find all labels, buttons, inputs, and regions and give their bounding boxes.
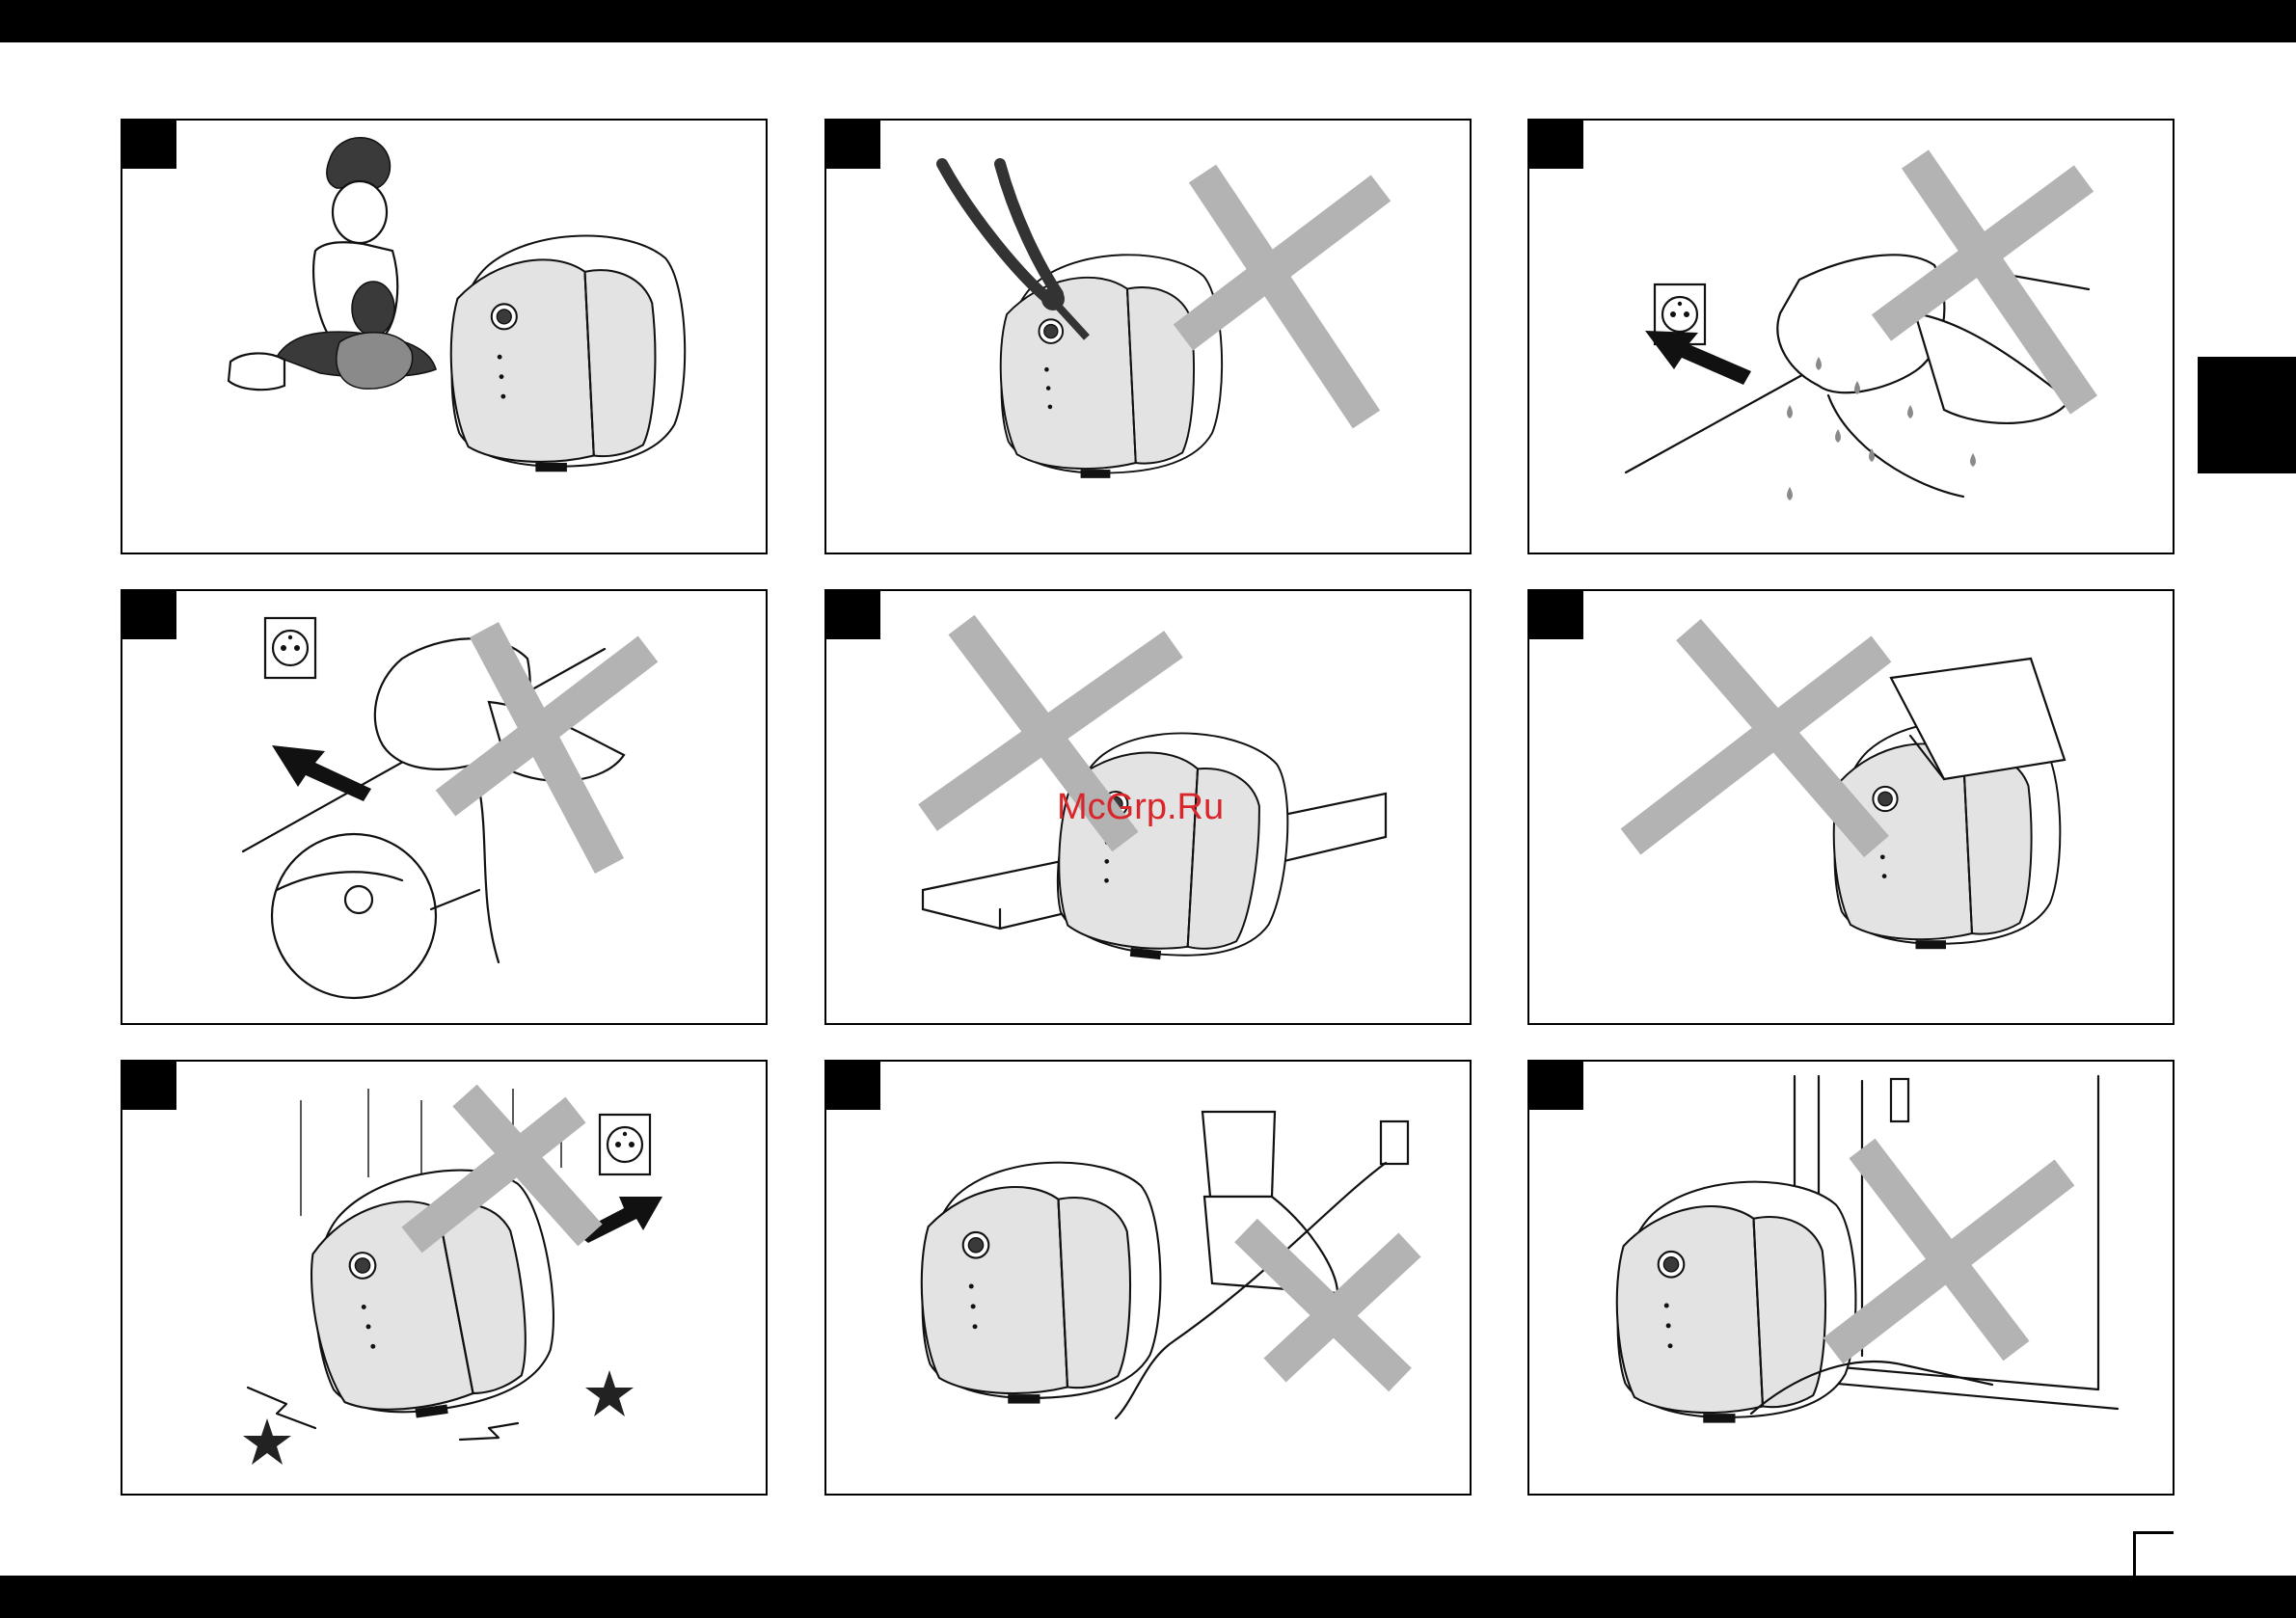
panel-do-not-cover	[1527, 589, 2174, 1025]
section-tab	[2198, 357, 2296, 473]
heater-falling-icon	[122, 1062, 768, 1496]
page-corner-mark	[2133, 1531, 2174, 1576]
top-bar	[0, 0, 2296, 42]
cord-under-door-icon	[1529, 1062, 2174, 1496]
heater-covered-icon	[1529, 591, 2174, 1025]
panel-no-stepping-on-cord	[824, 1060, 1472, 1496]
panel-no-pliers	[824, 119, 1472, 554]
pliers-on-heater-icon	[826, 121, 1472, 554]
child-with-dog-and-heater-icon	[122, 121, 768, 554]
pull-cord-from-socket-icon	[122, 591, 768, 1025]
bottom-bar	[0, 1576, 2296, 1618]
panel-do-not-drop	[121, 1060, 768, 1496]
foot-on-cord-icon	[826, 1062, 1472, 1496]
watermark: McGrp.Ru	[1057, 787, 1224, 828]
panel-no-wet-hands	[1527, 119, 2174, 554]
panel-children-and-pets	[121, 119, 768, 554]
panel-cord-not-under-door	[1527, 1060, 2174, 1496]
wet-hand-plug-icon	[1529, 121, 2174, 554]
panel-no-pulling-cord	[121, 589, 768, 1025]
